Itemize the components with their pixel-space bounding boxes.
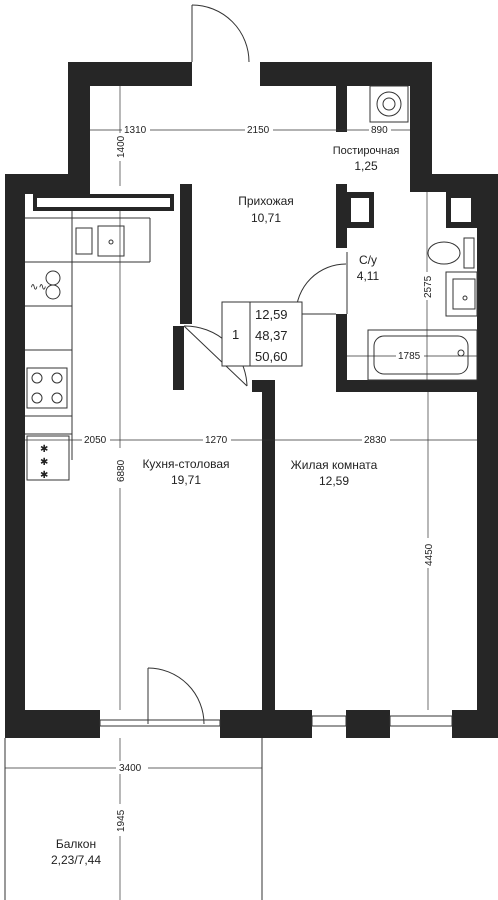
room-labels: Прихожая 10,71 Постирочная 1,25 С/у 4,11… [51, 145, 399, 867]
dim-2150: 2150 [247, 125, 270, 136]
dimension-labels: 1310 2150 890 1400 2575 1785 2050 1270 2… [82, 123, 436, 836]
room-kitchen-name: Кухня-столовая [142, 457, 229, 471]
area-summary-box: 1 12,59 48,37 50,60 [221, 301, 303, 367]
room-laundry-area: 1,25 [354, 159, 378, 173]
walls [5, 62, 498, 738]
svg-text:✱: ✱ [40, 444, 48, 455]
room-balcony-name: Балкон [56, 837, 96, 851]
room-laundry-name: Постирочная [333, 145, 400, 157]
dim-2575: 2575 [423, 275, 434, 298]
room-bathroom-area: 4,11 [357, 269, 380, 283]
total-area-value: 48,37 [255, 328, 288, 343]
room-bathroom-name: С/у [359, 253, 377, 267]
dim-2830: 2830 [364, 435, 387, 446]
room-kitchen-area: 19,71 [171, 473, 201, 487]
area-with-balcony-value: 50,60 [255, 349, 288, 364]
windows [99, 715, 453, 727]
svg-text:✱: ✱ [40, 470, 48, 481]
dim-6880: 6880 [116, 459, 127, 482]
room-living-area: 12,59 [319, 474, 349, 488]
dim-2050: 2050 [84, 435, 107, 446]
dim-4450: 4450 [424, 543, 435, 566]
room-living-name: Жилая комната [291, 458, 378, 472]
dim-1785: 1785 [398, 351, 421, 362]
living-area-value: 12,59 [255, 307, 288, 322]
svg-text:✱: ✱ [40, 457, 48, 468]
fixtures: ∿∿ ✱ ✱ ✱ [25, 85, 478, 481]
dim-1310: 1310 [124, 125, 147, 136]
dim-3400: 3400 [119, 763, 142, 774]
room-balcony-area: 2,23/7,44 [51, 853, 101, 867]
room-hallway-name: Прихожая [238, 194, 294, 208]
room-hallway-area: 10,71 [251, 211, 281, 225]
dishwasher-icon: ∿∿ [30, 282, 47, 293]
dim-1270: 1270 [205, 435, 228, 446]
rooms-count: 1 [232, 327, 239, 342]
dim-1945: 1945 [116, 809, 127, 832]
dim-1400: 1400 [116, 135, 127, 158]
dim-890: 890 [371, 125, 388, 136]
